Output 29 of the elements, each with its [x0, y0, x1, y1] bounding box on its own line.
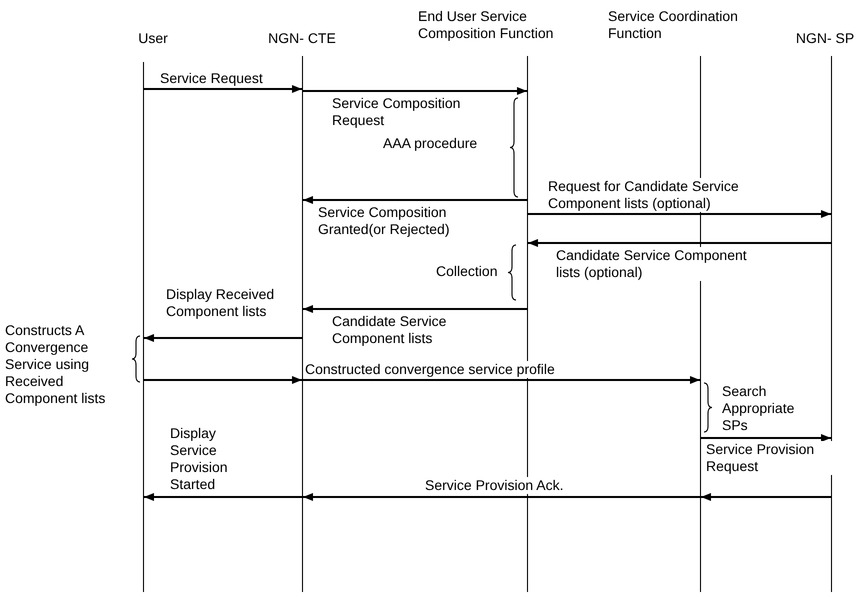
lifeline-title: Service Coordination Function — [608, 8, 739, 42]
lifeline — [527, 56, 528, 592]
message-arrow — [144, 493, 302, 501]
message-arrow — [701, 434, 831, 442]
lifeline-title: End User Service Composition Function — [418, 8, 554, 42]
lifeline-title: NGN- CTE — [267, 30, 337, 47]
lifeline — [302, 56, 303, 592]
message-arrow — [303, 87, 527, 95]
message-arrow — [701, 493, 831, 501]
message-arrow — [303, 196, 527, 204]
message-arrow — [144, 334, 302, 342]
brace-label: Search Appropriate SPs — [722, 383, 796, 434]
brace-label: Collection — [436, 263, 498, 280]
message-arrow — [303, 376, 700, 384]
message-arrow — [528, 210, 831, 218]
brace-label: Constructs A Convergence Service using Received Component lists — [5, 322, 106, 407]
edge-label: Constructed convergence service profile — [305, 361, 555, 378]
edge-label: Service Provision Ack. — [425, 477, 564, 494]
message-arrow — [303, 305, 527, 313]
brace-label: AAA procedure — [383, 135, 478, 152]
lifeline-title: User — [137, 30, 169, 47]
message-arrow — [303, 493, 700, 501]
lifeline-title: NGN- SP — [794, 30, 856, 47]
lifeline — [831, 56, 832, 592]
edge-label: Service Request — [160, 70, 263, 87]
message-arrow — [144, 376, 302, 384]
message-arrow — [528, 239, 831, 247]
lifeline — [143, 62, 144, 592]
message-arrow — [144, 85, 302, 93]
